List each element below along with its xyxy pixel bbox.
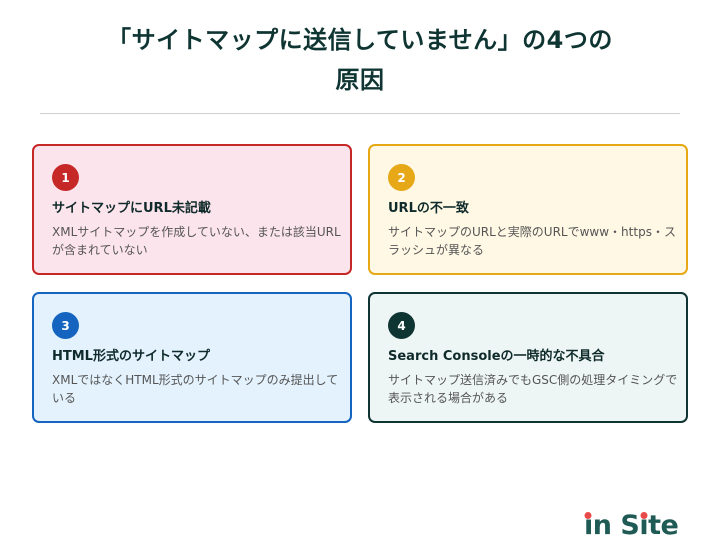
card-title: HTML形式のサイトマップ <box>52 349 210 364</box>
number-badge-3: 3 <box>52 312 79 339</box>
card-description: サイトマップのURLと実際のURLでwww・https・スラッシュが異なる <box>388 225 676 257</box>
cause-card-3: 3 HTML形式のサイトマップ XMLではなくHTML形式のサイトマップのみ提出… <box>32 292 352 423</box>
card-title: URLの不一致 <box>388 201 469 216</box>
cause-card-1: 1 サイトマップにURL未記載 XMLサイトマップを作成していない、または該当U… <box>32 144 352 275</box>
number-badge-4: 4 <box>388 312 415 339</box>
card-description: XMLではなくHTML形式のサイトマップのみ提出している <box>52 373 339 405</box>
number-badge-2: 2 <box>388 164 415 191</box>
card-title: Search Consoleの一時的な不具合 <box>388 349 605 364</box>
card-description: サイトマップ送信済みでもGSC側の処理タイミングで表示される場合がある <box>388 373 678 405</box>
cause-card-4: 4 Search Consoleの一時的な不具合 サイトマップ送信済みでもGSC… <box>368 292 688 423</box>
title-line-1: 「サイトマップに送信していません」の4つの <box>107 26 613 54</box>
number-badge-1: 1 <box>52 164 79 191</box>
title-line-2: 原因 <box>335 66 385 94</box>
cause-card-2: 2 URLの不一致 サイトマップのURLと実際のURLでwww・https・スラ… <box>368 144 688 275</box>
page-title: 「サイトマップに送信していません」の4つの 原因 <box>0 20 720 100</box>
title-divider <box>40 113 680 114</box>
card-description: XMLサイトマップを作成していない、または該当URLが含まれていない <box>52 225 341 257</box>
insite-logo: in Site <box>584 510 679 541</box>
card-title: サイトマップにURL未記載 <box>52 201 211 216</box>
